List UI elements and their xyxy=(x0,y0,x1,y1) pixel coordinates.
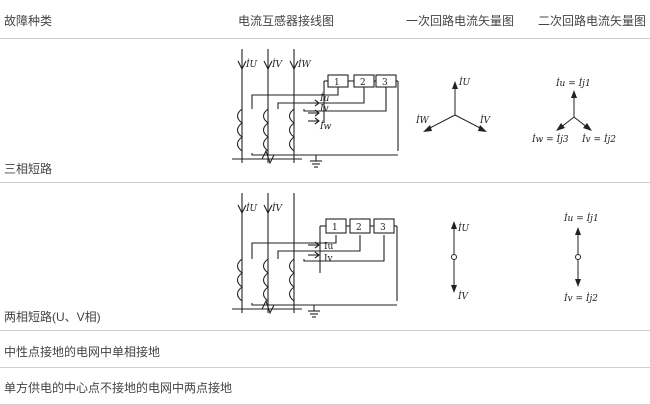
secondary-vector-diagram: İu = İj1 İv = İj2 xyxy=(563,212,599,304)
relay-number: 2 xyxy=(356,223,362,233)
ct-wiring-diagram: İU İV İW 1 2 3 İu İv İw xyxy=(232,49,399,168)
wiring-label: İU xyxy=(245,202,258,214)
table-row: 两相短路(U、V相) İU İV 1 2 xyxy=(0,183,650,331)
relay-number: 3 xyxy=(380,223,386,233)
vector-label: İv = İj2 xyxy=(563,292,598,304)
vector-label: İw = İj3 xyxy=(531,133,569,145)
secondary-vector-diagram: İu = İj1 İw = İj3 İv = İj2 xyxy=(531,77,616,145)
wiring-label: İV xyxy=(271,202,284,214)
relay-number: 3 xyxy=(382,78,388,88)
vector-label: İV xyxy=(479,114,492,126)
vector-label: İU xyxy=(458,76,471,88)
header-fault-type: 故障种类 xyxy=(4,14,53,28)
table-header: 故障种类 电流互感器接线图 一次回路电流矢量图 二次回路电流矢量图 xyxy=(0,0,650,39)
table-row: 三相短路 xyxy=(0,39,650,183)
wiring-label: İu xyxy=(319,92,330,104)
relay-number: 2 xyxy=(360,78,366,88)
vector-label: İu = İj1 xyxy=(555,77,591,89)
wiring-label: İW xyxy=(297,58,312,70)
fault-type-label: 中性点接地的电网中单相接地 xyxy=(4,345,161,359)
fault-type-label: 两相短路(U、V相) xyxy=(4,310,101,324)
relay-number: 1 xyxy=(332,223,338,233)
wiring-label: İU xyxy=(245,58,258,70)
wiring-label: İw xyxy=(319,120,332,132)
wiring-label: İv xyxy=(319,102,329,114)
primary-vector-diagram: İU İW İV xyxy=(415,76,492,132)
header-primary-vector: 一次回路电流矢量图 xyxy=(406,14,515,28)
relay-number: 1 xyxy=(334,78,340,88)
wiring-label: Iu xyxy=(324,242,334,252)
primary-vector-diagram: İU İV xyxy=(451,221,470,302)
vector-label: İu = İj1 xyxy=(563,212,599,224)
wiring-label: İV xyxy=(271,58,284,70)
vector-label: İW xyxy=(415,114,430,126)
table-row: 单方供电的中心点不接地的电网中两点接地 xyxy=(0,368,650,405)
fault-type-label: 三相短路 xyxy=(4,162,53,176)
wiring-label: Iv xyxy=(324,254,334,264)
vector-label: İU xyxy=(457,222,470,234)
table-row: 中性点接地的电网中单相接地 xyxy=(0,331,650,368)
fault-type-label: 单方供电的中心点不接地的电网中两点接地 xyxy=(4,381,233,395)
header-wiring-diagram: 电流互感器接线图 xyxy=(238,14,335,28)
vector-label: İV xyxy=(457,290,470,302)
vector-label: İv = İj2 xyxy=(581,133,616,145)
header-secondary-vector: 二次回路电流矢量图 xyxy=(538,14,647,28)
ct-wiring-diagram: İU İV 1 2 3 Iu Iv xyxy=(232,193,398,318)
